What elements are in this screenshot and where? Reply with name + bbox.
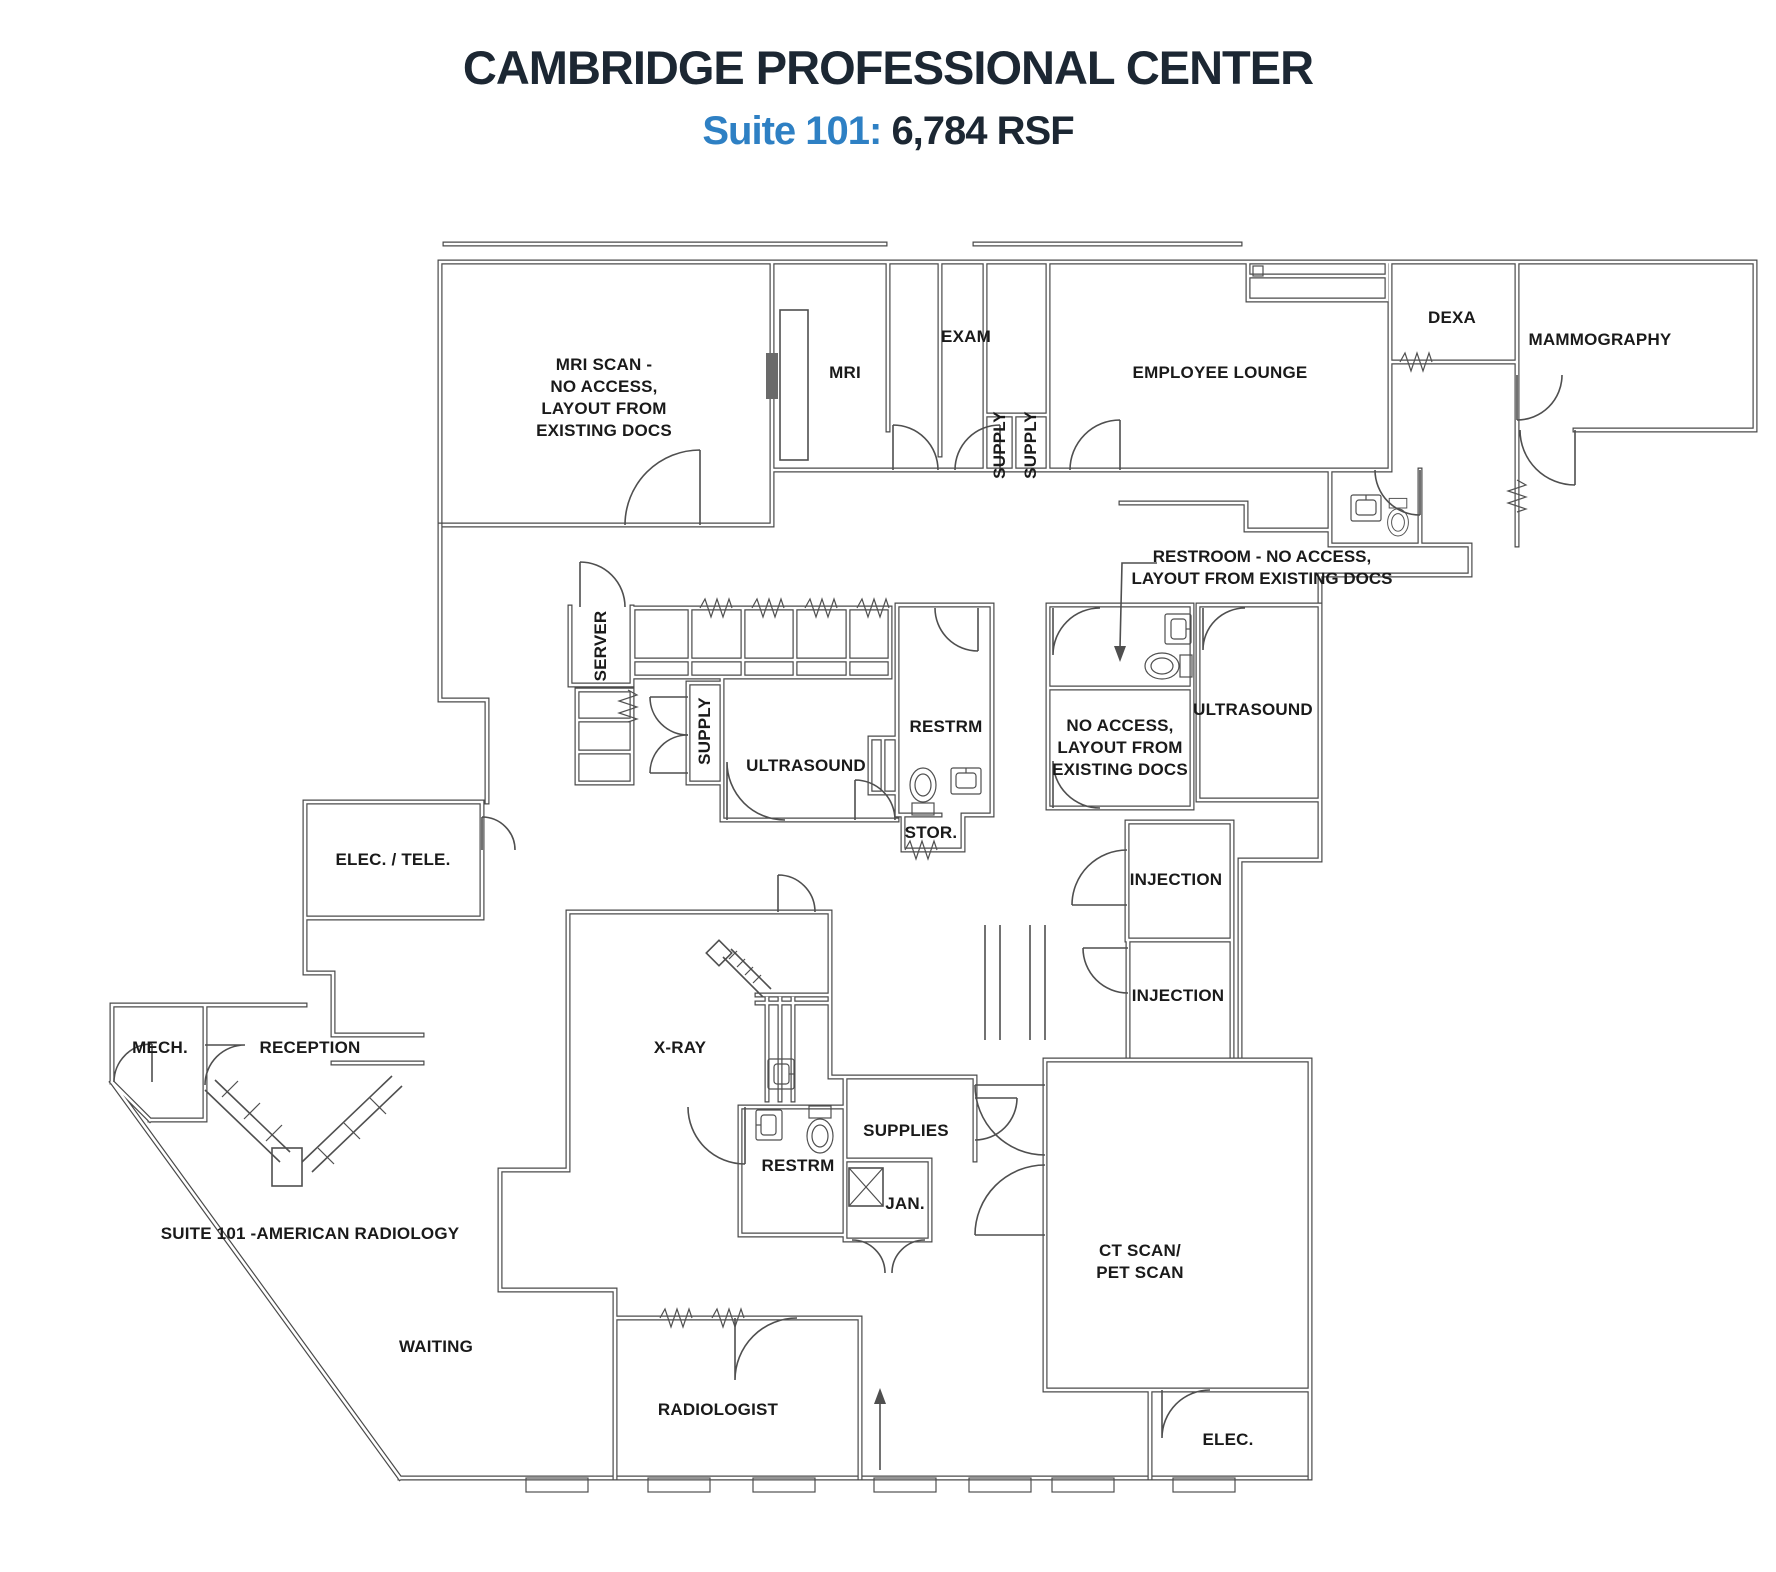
restroom-callout-text: RESTROOM - NO ACCESS, LAYOUT FROM EXISTI… xyxy=(1131,546,1393,588)
title-block: CAMBRIDGE PROFESSIONAL CENTER Suite 101:… xyxy=(0,40,1776,154)
room-label-suite-101: SUITE 101 -AMERICAN RADIOLOGY xyxy=(160,1223,460,1243)
room-label-supply-2: SUPPLY xyxy=(1020,411,1040,479)
room-label-dexa: DEXA xyxy=(1427,307,1477,327)
page-subtitle: Suite 101: 6,784 RSF xyxy=(0,109,1776,154)
room-label-stor: STOR. xyxy=(904,822,958,842)
room-label-mech: MECH. xyxy=(132,1037,188,1057)
page-title: CAMBRIDGE PROFESSIONAL CENTER xyxy=(462,41,1314,94)
room-label-ultrasound-2: ULTRASOUND xyxy=(1193,699,1313,719)
suite-label: Suite 101: xyxy=(702,109,882,153)
room-label-reception: RECEPTION xyxy=(259,1037,361,1057)
toilet-icon xyxy=(806,1105,834,1154)
thresholds xyxy=(525,1477,1236,1493)
room-label-waiting: WAITING xyxy=(398,1336,474,1356)
room-label-ct-pet: CT SCAN/ PET SCAN xyxy=(1096,1240,1184,1282)
sink-icon xyxy=(1164,613,1192,645)
toilet-icon xyxy=(909,767,937,816)
sink-icon xyxy=(755,1109,783,1141)
room-label-supplies: SUPPLIES xyxy=(863,1120,949,1140)
room-label-no-access: NO ACCESS, LAYOUT FROM EXISTING DOCS xyxy=(1052,715,1188,780)
room-label-radiologist: RADIOLOGIST xyxy=(657,1399,779,1419)
annotations xyxy=(874,562,1157,1470)
fixtures xyxy=(755,265,1409,1154)
room-label-mammography: MAMMOGRAPHY xyxy=(1528,329,1672,349)
room-label-restrm-2: RESTRM xyxy=(761,1155,835,1175)
room-label-restrm-1: RESTRM xyxy=(909,716,983,736)
entry-arrow-icon xyxy=(874,1388,886,1470)
sliding-door-slab xyxy=(766,353,778,399)
room-label-mri-scan: MRI SCAN - NO ACCESS, LAYOUT FROM EXISTI… xyxy=(536,354,672,441)
room-label-x-ray: X-RAY xyxy=(653,1037,707,1057)
room-label-employee-lounge: EMPLOYEE LOUNGE xyxy=(1132,362,1308,382)
sink-icon xyxy=(1350,494,1382,522)
area-value: 6,784 RSF xyxy=(891,109,1074,153)
room-label-jan: JAN. xyxy=(885,1193,925,1213)
room-label-exam: EXAM xyxy=(941,326,991,346)
room-label-mri: MRI xyxy=(829,362,861,382)
window-symbols xyxy=(618,352,1527,1328)
sink-icon xyxy=(950,767,982,795)
closet-box xyxy=(1252,265,1264,277)
door-swings xyxy=(113,353,1576,1439)
reception-desk xyxy=(204,1075,403,1187)
toilet-icon xyxy=(1144,652,1193,680)
room-label-supply-1: SUPPLY xyxy=(989,411,1009,479)
room-label-server: SERVER xyxy=(590,610,610,682)
room-label-elec: ELEC. xyxy=(1202,1429,1254,1449)
equipment xyxy=(204,309,1236,1493)
room-label-supply-3: SUPPLY xyxy=(694,697,714,765)
room-label-injection-1: INJECTION xyxy=(1129,869,1223,889)
room-label-ultrasound-1: ULTRASOUND xyxy=(746,755,866,775)
callout-leader-arrow-icon xyxy=(1114,562,1157,662)
room-label-injection-2: INJECTION xyxy=(1131,985,1225,1005)
room-label-elec-tele: ELEC. / TELE. xyxy=(335,849,451,869)
